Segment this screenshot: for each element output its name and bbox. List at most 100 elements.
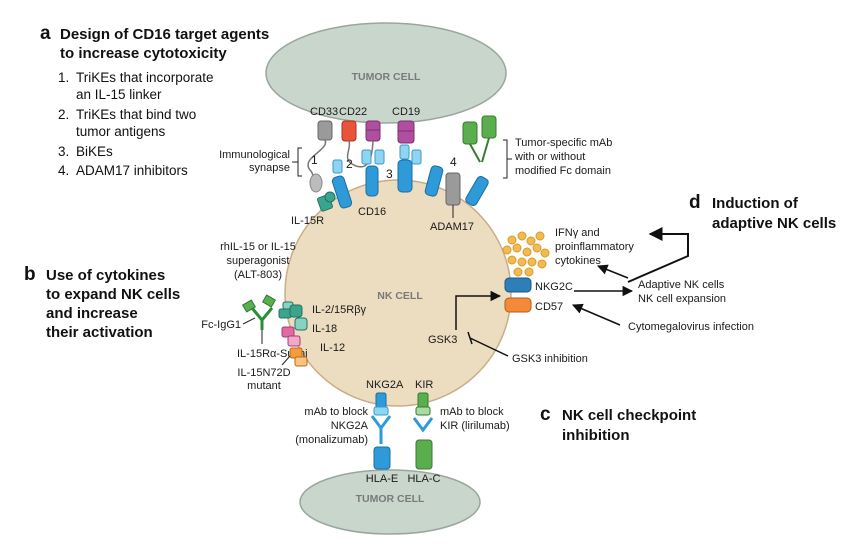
nkg2a-mab-line1: mAb to block xyxy=(304,406,368,418)
panel-d-heading-line1: Induction of xyxy=(712,195,799,212)
list-item-2-line1: TriKEs that bind two xyxy=(76,107,196,122)
agent-number-2: 2 xyxy=(346,157,353,171)
mab-bracket xyxy=(503,139,512,179)
adaptive-to-d-arrow xyxy=(627,227,689,283)
panel-a-heading-line1: Design of CD16 target agents xyxy=(60,26,269,43)
kir-mab-line2: KIR (lirilumab) xyxy=(440,420,510,432)
mab-label-line2: with or without xyxy=(514,151,585,163)
agent-number-3: 3 xyxy=(386,167,393,181)
list-item-2-line2: tumor antigens xyxy=(76,124,166,139)
nk-cell-label: NK CELL xyxy=(377,290,423,302)
mab-label-line1: Tumor-specific mAb xyxy=(515,137,612,149)
rhil15-label-line1: rhIL-15 or IL-15 xyxy=(220,241,296,253)
agent-number-4: 4 xyxy=(450,155,457,169)
panel-d-heading-line2: adaptive NK cells xyxy=(712,215,836,232)
il18-receptor xyxy=(281,326,301,347)
il2-15r-label: IL-2/15Rβγ xyxy=(312,304,367,316)
il15-linker-icon xyxy=(309,173,323,193)
ifn-label-line3: cytokines xyxy=(555,255,601,267)
nkg2a-label: NKG2A xyxy=(366,379,404,391)
kir-mab-line1: mAb to block xyxy=(440,406,504,418)
il12-label: IL-12 xyxy=(320,342,345,354)
agent-number-1: 1 xyxy=(311,153,318,167)
list-item-3-num: 3. xyxy=(58,144,69,159)
hla-c-molecule xyxy=(415,439,433,470)
adaptive-to-cytokines-arrow xyxy=(597,264,629,279)
panel-c-heading-line2: inhibition xyxy=(562,427,629,444)
cmv-to-cd57-arrow xyxy=(572,303,621,326)
fc-igg1-icon xyxy=(241,294,277,330)
adam17-receptor xyxy=(445,172,461,206)
hla-e-molecule xyxy=(373,446,391,470)
il15n72d-label-line1: IL-15N72D xyxy=(237,367,290,379)
ifn-cytokine-dots xyxy=(502,231,550,277)
panel-a-list: 1. TriKEs that incorporate an IL-15 link… xyxy=(58,70,214,178)
rhil15-label-line2: superagonist xyxy=(227,255,290,267)
gsk3-inhibition-label: GSK3 inhibition xyxy=(512,353,588,365)
synapse-bracket xyxy=(292,147,302,177)
panel-b-heading-line2: to expand NK cells xyxy=(46,286,180,303)
panel-b-heading-line4: their activation xyxy=(46,324,153,341)
panel-b-heading-line3: and increase xyxy=(46,305,138,322)
adam17-label: ADAM17 xyxy=(430,221,474,233)
cd33-antigen xyxy=(317,120,333,141)
tumor-cell-top xyxy=(265,22,507,124)
il15n72d-label-line2: mutant xyxy=(247,380,281,392)
cd16-label: CD16 xyxy=(358,206,386,218)
anti-kir-mab xyxy=(412,417,434,433)
list-item-2-num: 2. xyxy=(58,107,69,122)
il15r-label: IL-15R xyxy=(291,215,324,227)
il18-label: IL-18 xyxy=(312,323,337,335)
ifn-label-line1: IFNγ and xyxy=(555,227,600,239)
il15n72d-leader xyxy=(281,355,291,366)
il15r-receptor xyxy=(317,191,336,212)
cmv-label: Cytomegalovirus infection xyxy=(628,321,754,333)
fc-igg1-label: Fc-IgG1 xyxy=(201,319,241,331)
panel-c-heading-line1: NK cell checkpoint xyxy=(562,407,696,424)
panel-a-letter: a xyxy=(40,23,51,44)
nkg2a-receptor xyxy=(373,392,389,416)
panel-b-heading-line1: Use of cytokines xyxy=(46,267,165,284)
gsk3-inhibition-bar xyxy=(467,331,509,357)
list-item-1-num: 1. xyxy=(58,70,69,85)
tumor-specific-mab xyxy=(462,115,497,163)
list-item-4-line1: ADAM17 inhibitors xyxy=(76,163,188,178)
anti-cd16-arms xyxy=(332,144,422,174)
cd22-label: CD22 xyxy=(339,106,367,118)
mab-label-line3: modified Fc domain xyxy=(515,165,611,177)
kir-receptor xyxy=(415,392,431,416)
hla-c-label: HLA-C xyxy=(407,473,440,485)
tumor-cell-top-label: TUMOR CELL xyxy=(352,71,421,83)
list-item-4-num: 4. xyxy=(58,163,69,178)
tumor-cell-bottom xyxy=(299,469,481,535)
ifn-label-line2: proinflammatory xyxy=(555,241,634,253)
panel-d-letter: d xyxy=(689,192,701,213)
cd19-antigen xyxy=(397,120,415,144)
list-item-1-line1: TriKEs that incorporate xyxy=(76,70,214,85)
kir-label: KIR xyxy=(415,379,433,391)
il2-15r-receptor xyxy=(289,304,308,331)
nkg2a-mab-line3: (monalizumab) xyxy=(295,434,368,446)
tumor-cell-bottom-label: TUMOR CELL xyxy=(356,493,425,505)
gsk3-label: GSK3 xyxy=(428,334,457,346)
synapse-label-line1: Immunological xyxy=(219,149,290,161)
list-item-1-line2: an IL-15 linker xyxy=(76,87,162,102)
hla-e-label: HLA-E xyxy=(366,473,398,485)
nkg2c-label: NKG2C xyxy=(535,281,573,293)
cd57-receptor xyxy=(504,297,532,313)
adaptive-expansion-line2: NK cell expansion xyxy=(638,293,726,305)
anti-nkg2a-mab xyxy=(370,415,392,444)
fc-igg1-leader xyxy=(242,317,256,325)
cd19-label: CD19 xyxy=(392,106,420,118)
panel-b-letter: b xyxy=(24,264,36,285)
nkg2a-mab-line2: NKG2A xyxy=(331,420,369,432)
adaptive-expansion-line1: Adaptive NK cells xyxy=(638,279,725,291)
cd57-label: CD57 xyxy=(535,301,563,313)
nkg2c-receptor xyxy=(504,277,532,293)
cd22-antigen xyxy=(341,120,357,142)
rhil15-label-line3: (ALT-803) xyxy=(234,269,282,281)
il12-receptor xyxy=(289,347,308,367)
cd33-label: CD33 xyxy=(310,106,338,118)
